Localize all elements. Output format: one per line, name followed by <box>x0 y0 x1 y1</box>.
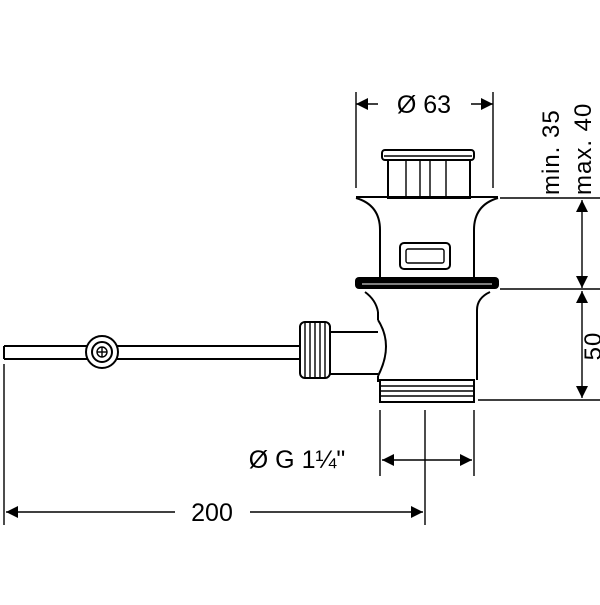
overflow-connection <box>299 321 378 379</box>
thread-label: Ø G 1¼" <box>249 446 345 474</box>
popup-cap <box>381 149 475 199</box>
dimension-lines <box>3 92 600 525</box>
length-label: 200 <box>191 499 233 527</box>
height-lower-label: 50 <box>580 332 600 361</box>
diameter-top-label: Ø 63 <box>397 91 451 119</box>
control-rod <box>3 345 300 360</box>
seal-ring <box>355 277 499 289</box>
upper-body <box>355 196 499 277</box>
clamp-screw <box>85 335 119 369</box>
drain-valve-body <box>3 149 499 403</box>
lower-body <box>364 291 491 403</box>
height-max-label: max. 40 <box>570 103 597 195</box>
height-min-label: min. 35 <box>538 109 565 195</box>
